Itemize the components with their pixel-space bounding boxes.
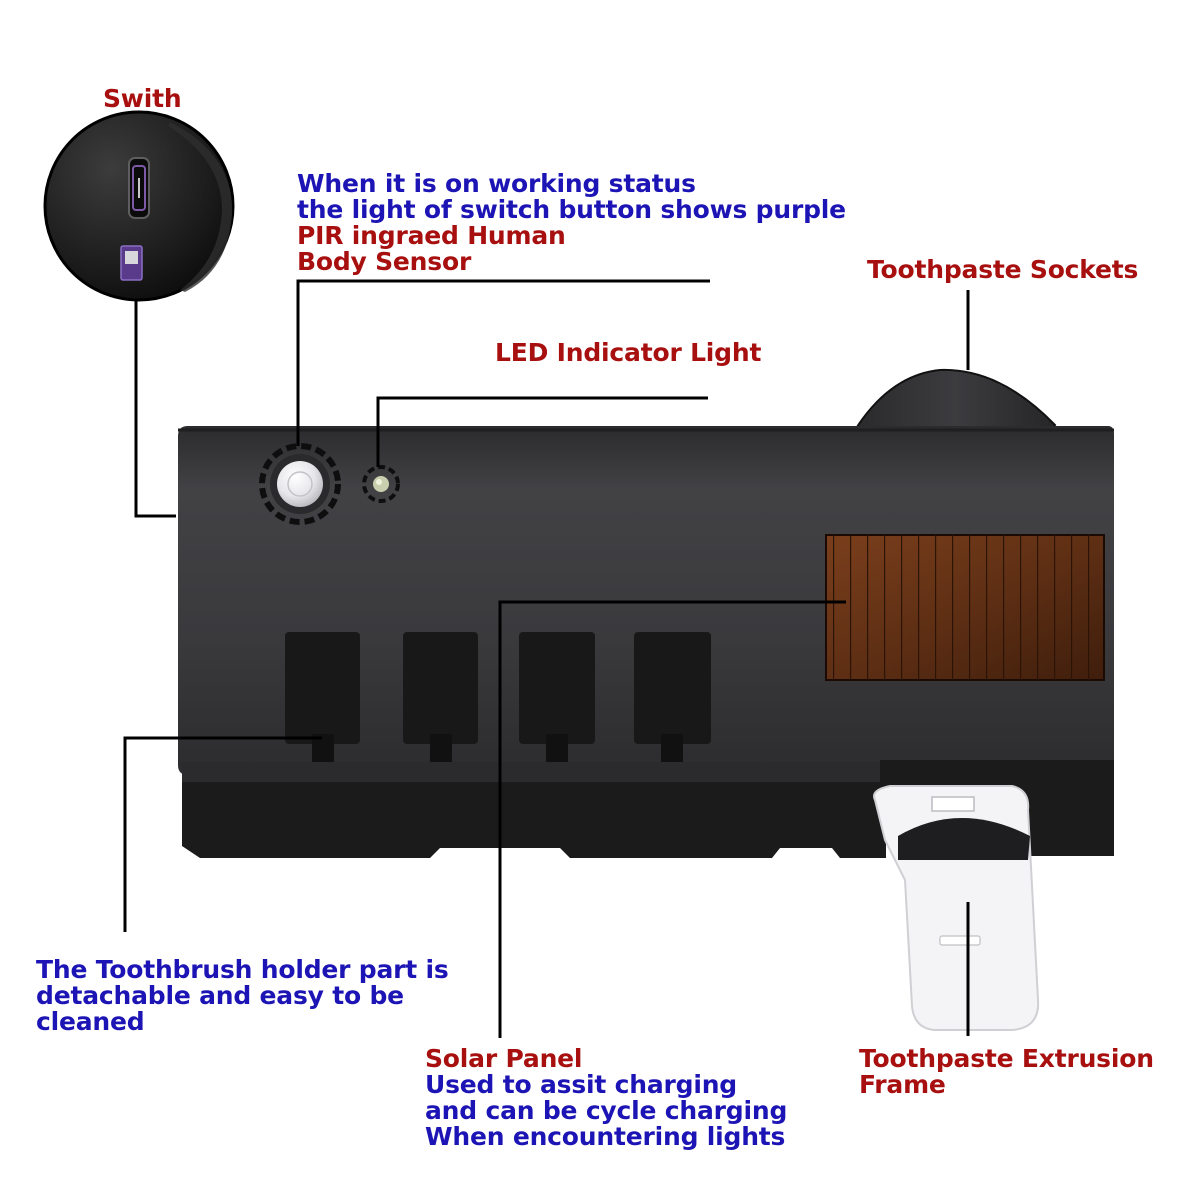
pir-sensor-icon [259,443,341,525]
extrusion-line-1: Toothpaste Extrusion [859,1044,1154,1073]
toothbrush-holder-tray [182,762,886,858]
usb-port-icon [128,157,150,219]
sockets-title: Toothpaste Sockets [867,255,1139,284]
toothbrush-slots [285,632,711,762]
solar-title: Solar Panel [425,1044,583,1073]
solar-line-1: Used to assit charging [425,1070,737,1099]
leader-lines [123,279,970,1038]
holder-line-2: detachable and easy to be [36,981,404,1010]
leader-switch [134,300,176,518]
switch-title: Swith [103,84,182,113]
leader-led [376,396,708,467]
pir-line-2: Body Sensor [297,247,472,276]
switch-closeup [43,110,235,302]
holder-line-3: cleaned [36,1007,145,1036]
led-indicator-icon [362,465,400,503]
solar-panel [825,534,1105,681]
leader-solar [498,600,846,1038]
leader-holder [123,736,322,932]
solar-line-3: When encountering lights [425,1122,786,1151]
solar-line-2: and can be cycle charging [425,1096,788,1125]
holder-line-1: The Toothbrush holder part is [36,955,449,984]
extrusion-frame [873,785,1040,1031]
status-line-2: the light of switch button shows purple [297,195,846,224]
leader-pir [296,279,710,446]
status-line-1: When it is on working status [297,169,696,198]
pir-line-1: PIR ingraed Human [297,221,566,250]
led-title: LED Indicator Light [495,338,762,367]
extrusion-line-2: Frame [859,1070,946,1099]
purple-switch-icon [120,245,143,281]
